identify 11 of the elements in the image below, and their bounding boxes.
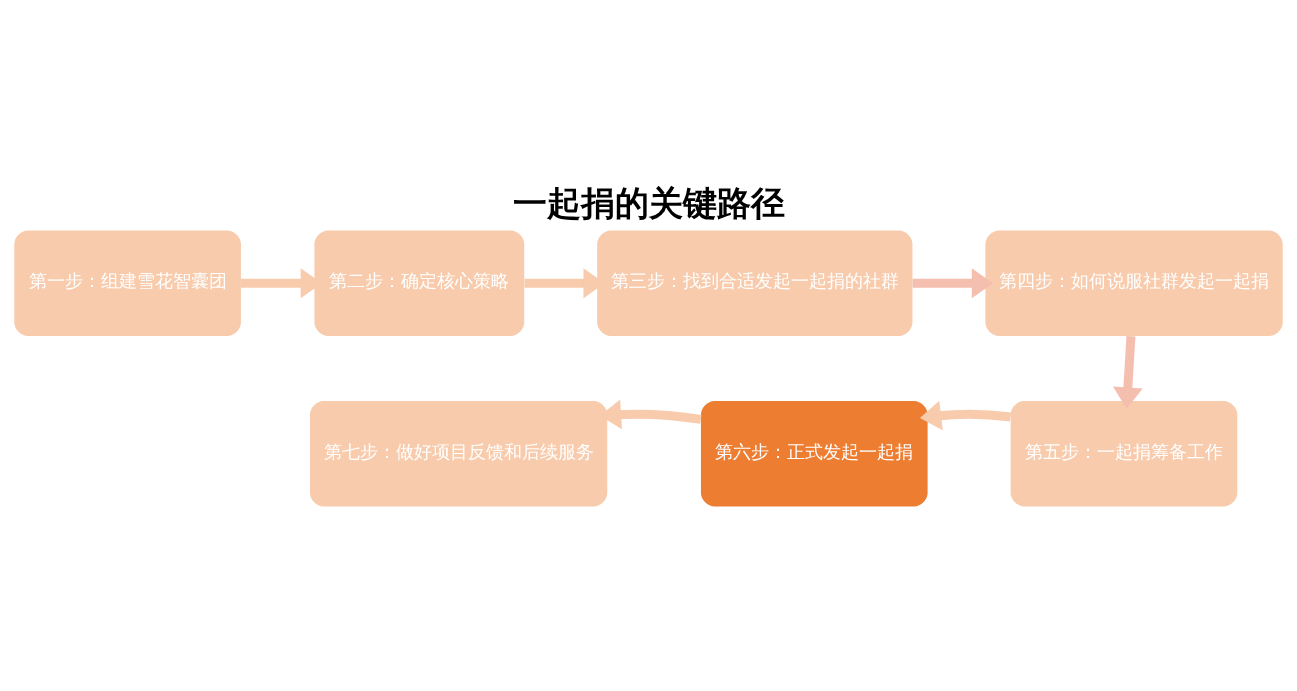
arrow [1113, 335, 1143, 409]
node-box: 第七步：做好项目反馈和后续服务 [309, 401, 608, 507]
node-box: 第五步：一起捐筹备工作 [1010, 401, 1238, 507]
diagram-title: 一起捐的关键路径 [513, 183, 786, 223]
node-box: 第六步：正式发起一起捐 [700, 401, 928, 507]
arrow [919, 400, 1012, 431]
node-box: 第三步：找到合适发起一起捐的社群 [597, 230, 913, 336]
arrow [912, 268, 994, 299]
node-box: 第二步：确定核心策略 [314, 230, 525, 336]
node-box: 第一步：组建雪花智囊团 [14, 230, 241, 336]
node-box: 第四步：如何说服社群发起一起捐 [985, 230, 1283, 336]
